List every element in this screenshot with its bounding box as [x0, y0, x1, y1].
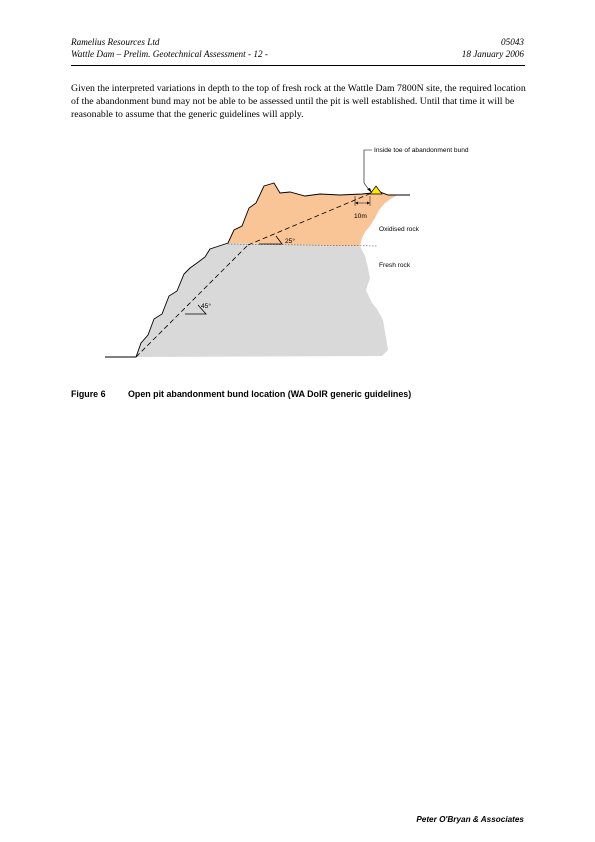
guideline-45-degree-line — [135, 244, 249, 358]
header-date: 18 January 2006 — [461, 49, 524, 59]
figure-caption-text: Open pit abandonment bund location (WA D… — [128, 389, 412, 399]
pit-wall-profile — [105, 182, 410, 358]
oxidised-rock-region — [228, 183, 398, 246]
header-company: Ramelius Resources Ltd — [71, 37, 160, 47]
weathering-contact-line — [227, 243, 379, 247]
angle-label-45: 45° — [201, 302, 211, 310]
header-left: Ramelius Resources Ltd Wattle Dam – Prel… — [71, 36, 268, 60]
fresh-rock-label: Fresh rock — [379, 262, 411, 269]
dimension-arrow-right — [367, 201, 370, 205]
angle-marker-25 — [259, 235, 283, 245]
oxidised-rock-label: Oxidised rock — [379, 226, 420, 233]
header-report-number: 05043 — [501, 37, 524, 47]
dimension-label-10m: 10m — [354, 213, 367, 220]
pit-cross-section-diagram: 25° 45° Inside toe of abandonment bund 1… — [105, 147, 469, 358]
header-right: 05043 18 January 2006 — [462, 36, 524, 60]
angle-label-25: 25° — [285, 237, 295, 245]
bund-callout-label: Inside toe of abandonment bund — [374, 147, 469, 154]
fresh-rock-region — [136, 243, 388, 357]
dimension-arrow-left — [355, 201, 358, 205]
body-paragraph: Given the interpreted variations in dept… — [71, 83, 526, 120]
guideline-25-degree-line — [247, 191, 375, 246]
figure-caption: Figure 6 Open pit abandonment bund locati… — [71, 389, 411, 399]
header-document-title: Wattle Dam – Prelim. Geotechnical Assess… — [71, 49, 268, 59]
bund-callout-leader — [363, 149, 372, 192]
figure-number: Figure 6 — [71, 389, 106, 399]
bund-callout-arrowhead — [367, 188, 372, 193]
header-rule — [71, 65, 525, 66]
angle-marker-45 — [185, 304, 207, 315]
abandonment-bund-marker — [369, 185, 383, 195]
footer-firm: Peter O'Bryan & Associates — [416, 815, 524, 824]
